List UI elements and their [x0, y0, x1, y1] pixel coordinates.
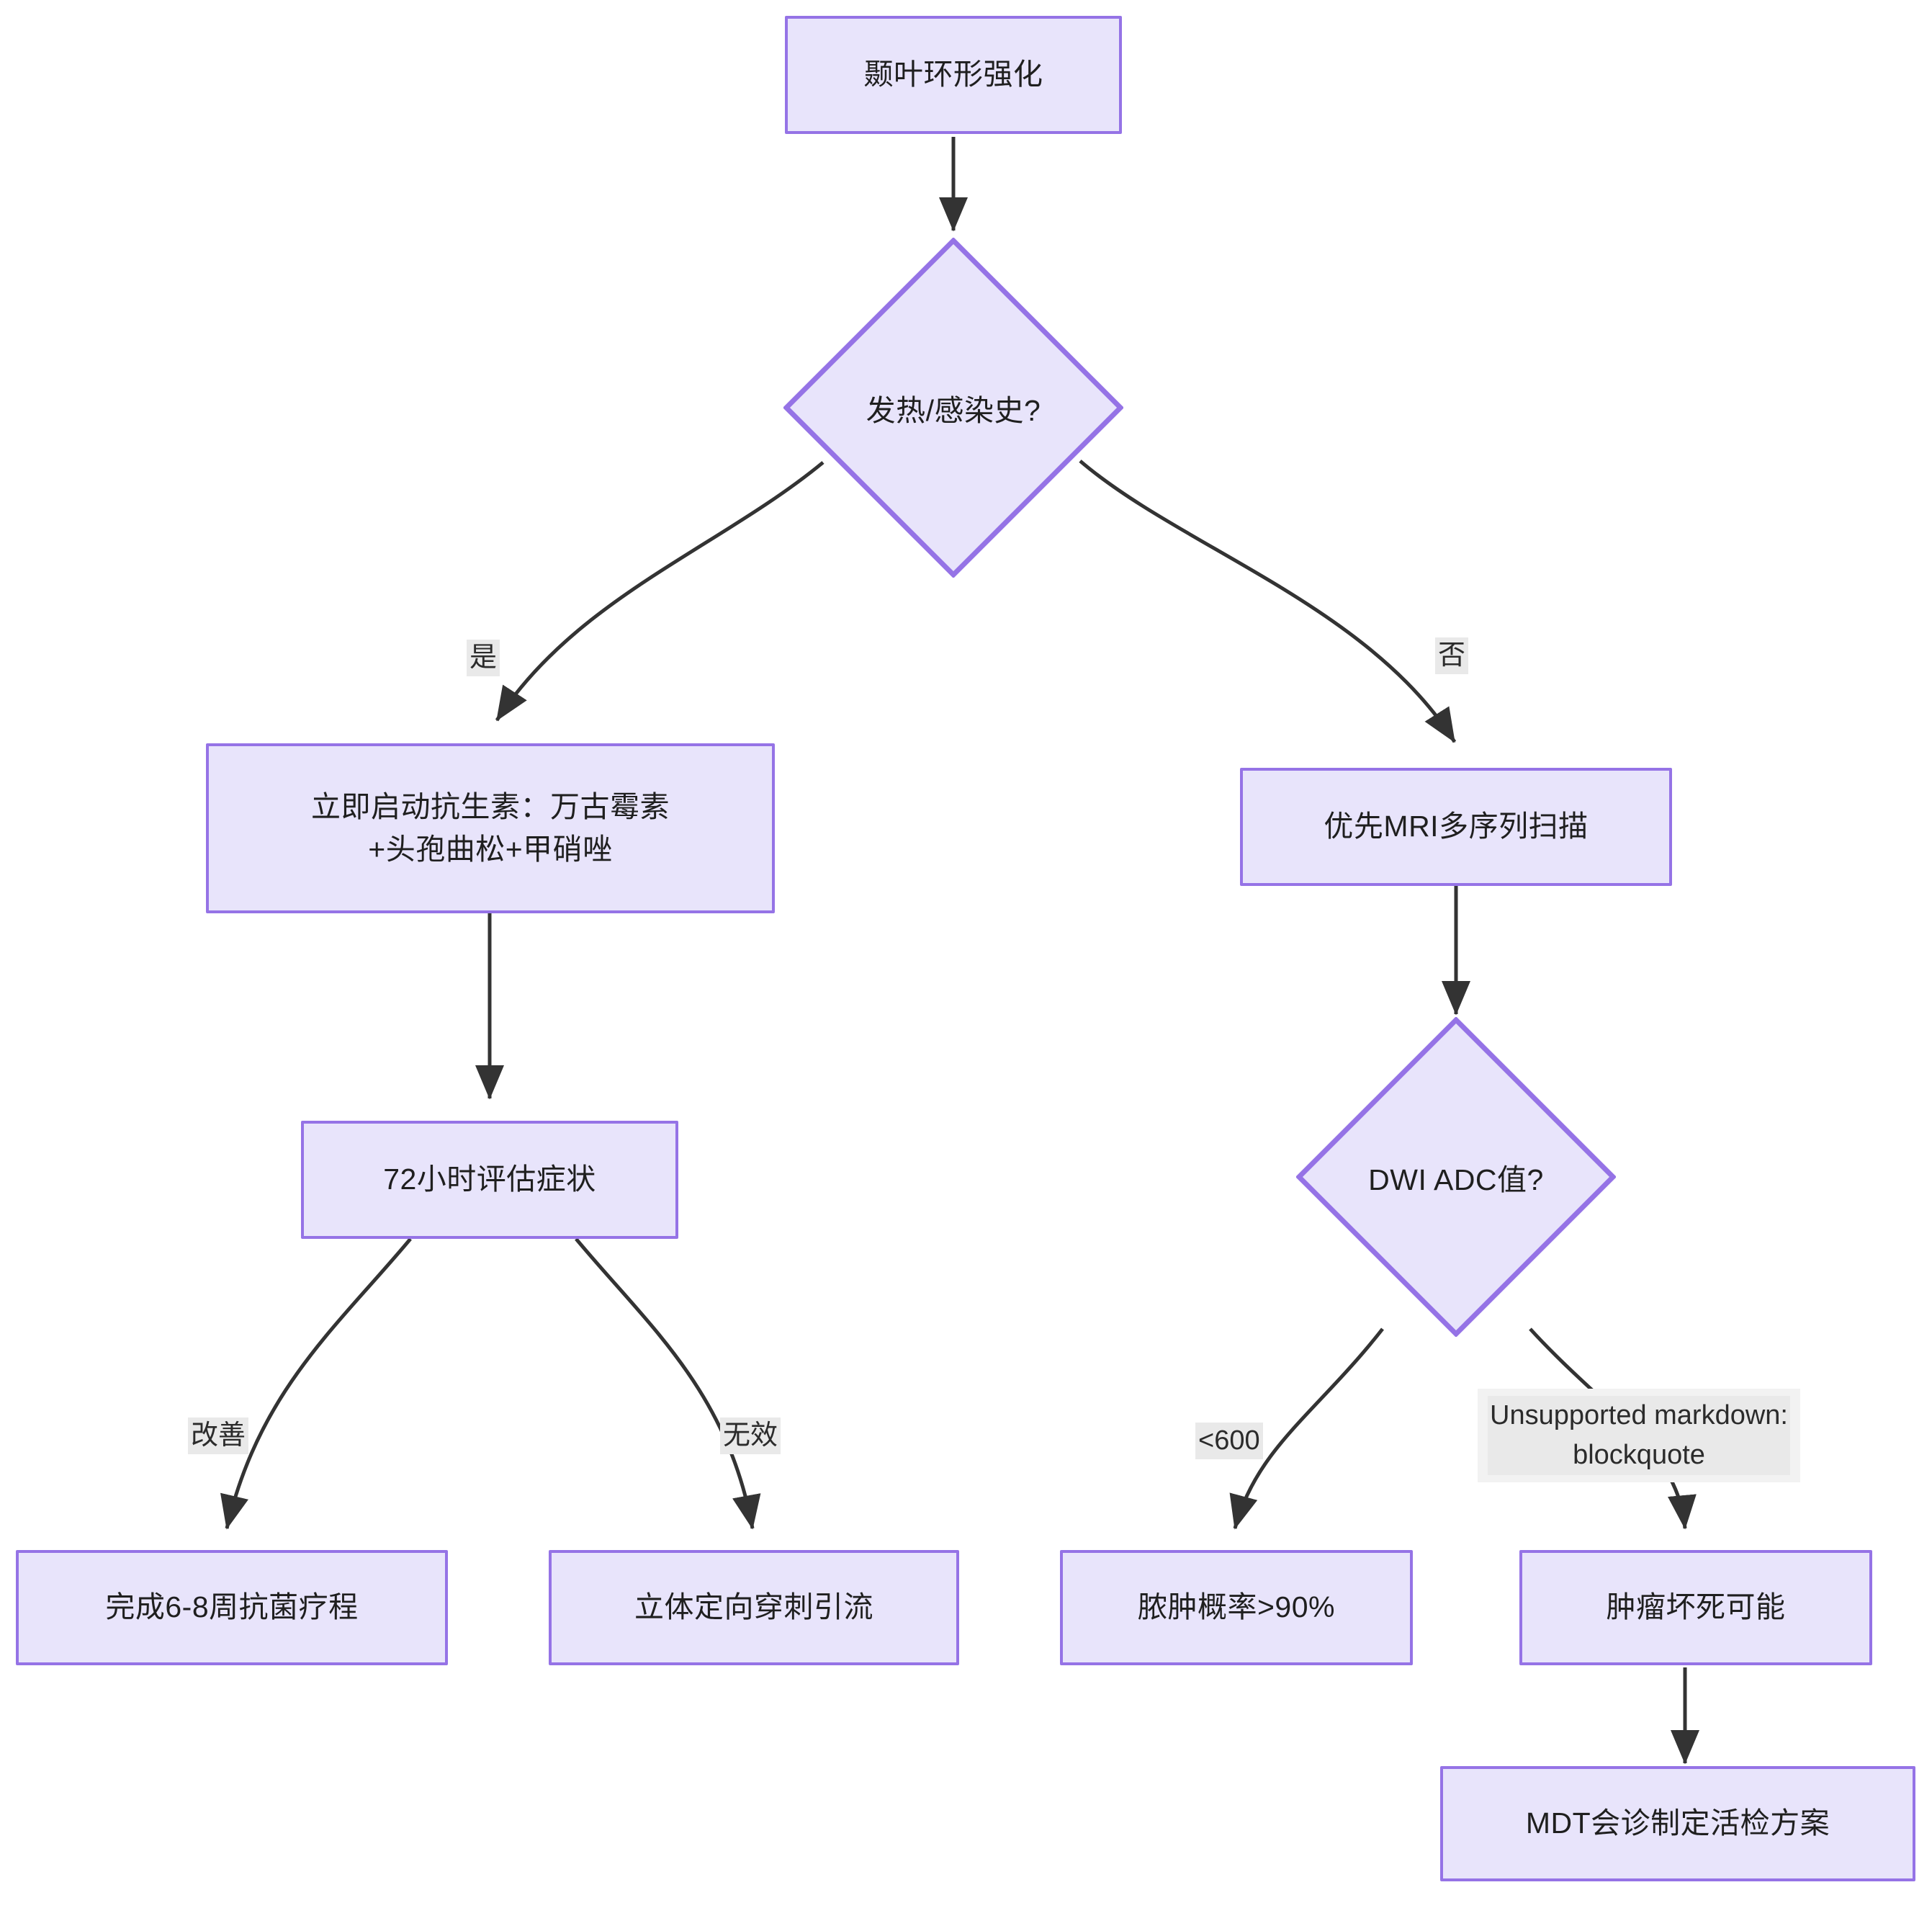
- edge-assess72-drain: [575, 1237, 761, 1530]
- node-abscess-label: 脓肿概率>90%: [1137, 1590, 1335, 1624]
- node-adc-label: DWI ADC值?: [1368, 1163, 1544, 1196]
- edge-label-adc-low: <600: [1195, 1423, 1263, 1460]
- edge-label-improved: 改善: [188, 1417, 249, 1455]
- node-fever[interactable]: 发热/感染史?: [783, 238, 1123, 578]
- node-antibiotic-label: 立即启动抗生素：万古霉素 +头孢曲松+甲硝唑: [311, 789, 670, 866]
- node-mdt[interactable]: MDT会诊制定活检方案: [1440, 1766, 1915, 1881]
- edge-label-ineffective: 无效: [720, 1417, 781, 1455]
- node-course-label: 完成6-8周抗菌疗程: [105, 1590, 359, 1624]
- node-drain-label: 立体定向穿刺引流: [634, 1590, 873, 1624]
- node-mdt-label: MDT会诊制定活检方案: [1525, 1806, 1830, 1840]
- edge-label-unsupported-markdown: Unsupported markdown: blockquote: [1478, 1389, 1800, 1483]
- node-start[interactable]: 颞叶环形强化: [785, 16, 1122, 134]
- edge-fever-antibiotic: [495, 461, 825, 722]
- edge-label-no: 否: [1435, 637, 1469, 675]
- node-mri[interactable]: 优先MRI多序列扫描: [1240, 768, 1672, 886]
- edge-assess72-course: [220, 1237, 412, 1530]
- edge-fever-mri: [1079, 460, 1457, 743]
- node-drain[interactable]: 立体定向穿刺引流: [549, 1550, 959, 1665]
- fever-diamond-shape: [783, 238, 1123, 578]
- node-assess72-label: 72小时评估症状: [383, 1163, 596, 1196]
- edge-label-yes: 是: [467, 640, 500, 677]
- node-start-label: 颞叶环形强化: [863, 58, 1043, 91]
- node-assess72[interactable]: 72小时评估症状: [301, 1121, 678, 1239]
- adc-diamond-shape: [1296, 1017, 1616, 1337]
- node-necrosis-label: 肿瘤坏死可能: [1606, 1590, 1786, 1624]
- node-adc[interactable]: DWI ADC值?: [1296, 1017, 1616, 1337]
- node-abscess[interactable]: 脓肿概率>90%: [1060, 1550, 1413, 1665]
- node-fever-label: 发热/感染史?: [866, 394, 1041, 427]
- node-course[interactable]: 完成6-8周抗菌疗程: [16, 1550, 448, 1665]
- node-necrosis[interactable]: 肿瘤坏死可能: [1519, 1550, 1872, 1665]
- node-mri-label: 优先MRI多序列扫描: [1324, 810, 1589, 843]
- node-antibiotic[interactable]: 立即启动抗生素：万古霉素 +头孢曲松+甲硝唑: [206, 743, 775, 913]
